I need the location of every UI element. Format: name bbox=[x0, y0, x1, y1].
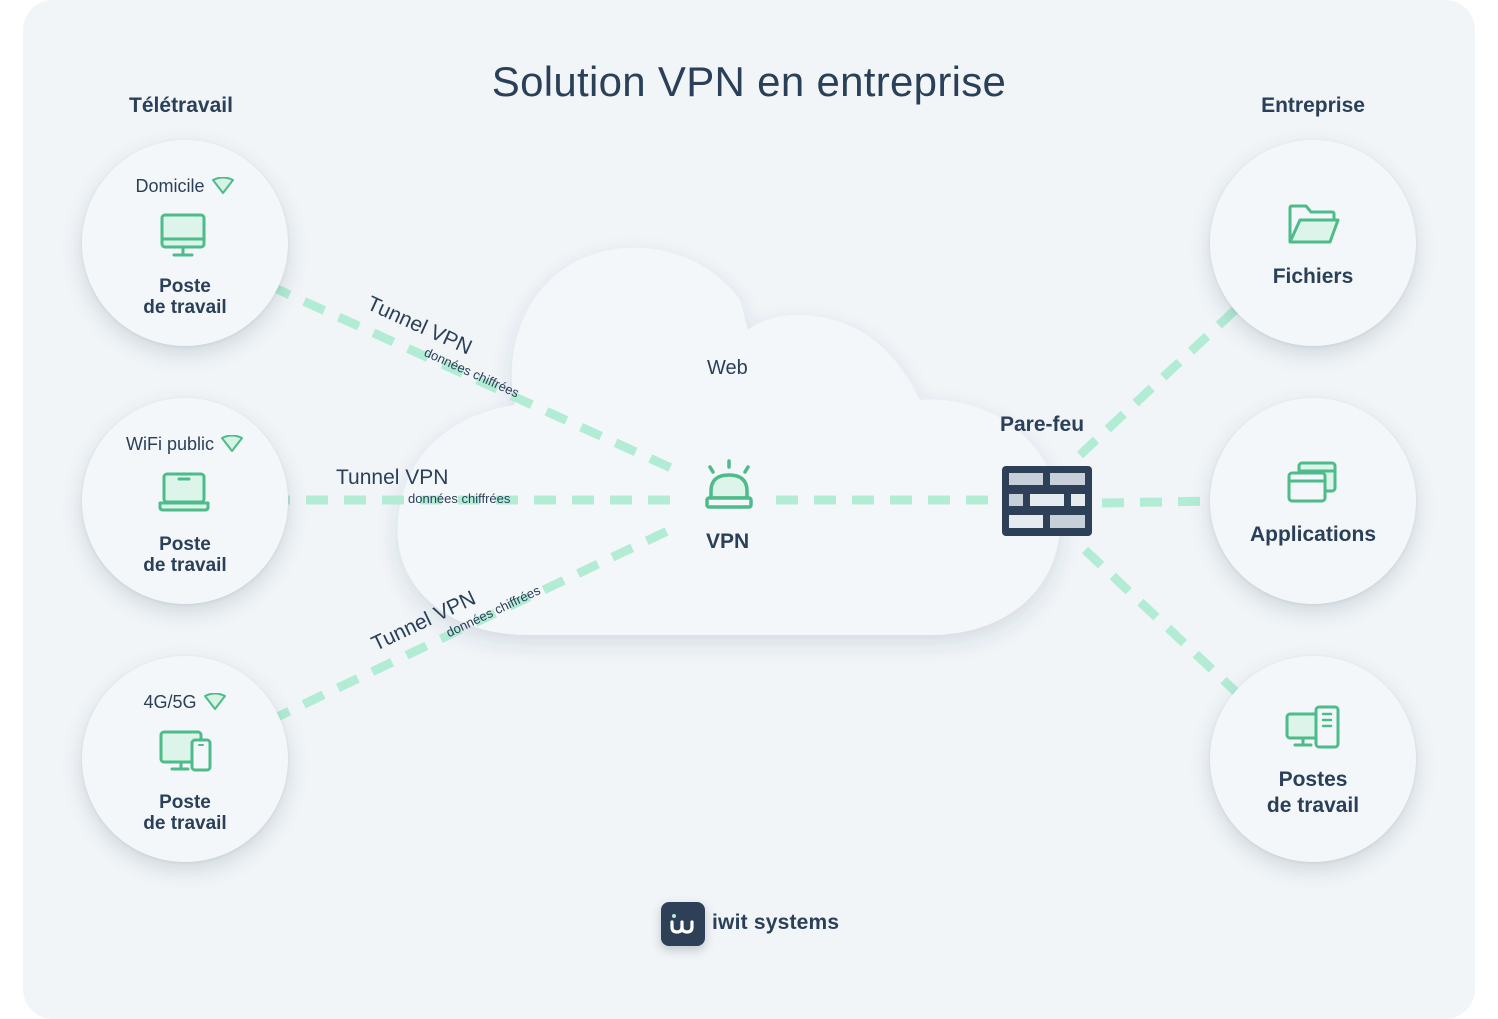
brand-logo bbox=[661, 902, 705, 946]
network-name: Domicile bbox=[135, 176, 205, 196]
node-title: Poste de travail bbox=[82, 276, 288, 318]
node-title-line1: Postes bbox=[1278, 768, 1348, 791]
wifi-icon bbox=[203, 693, 226, 710]
node-title-line2: de travail bbox=[143, 813, 227, 834]
windows-icon bbox=[1287, 461, 1337, 503]
brand-name: iwit systems bbox=[712, 911, 840, 934]
node-workstations: Postes de travail bbox=[1210, 656, 1416, 862]
link-firewall-apps bbox=[1101, 495, 1273, 508]
tunnel-line-4g5g bbox=[233, 520, 682, 742]
web-label: Web bbox=[707, 357, 748, 379]
node-wifi-public: WiFi public Poste de travail bbox=[82, 398, 288, 604]
tunnel-label-wifi: Tunnel VPN données chiffrées bbox=[336, 466, 510, 506]
tunnel-title: Tunnel VPN bbox=[336, 466, 449, 489]
brand-logo-icon bbox=[670, 914, 694, 934]
node-applications: Applications bbox=[1210, 398, 1416, 604]
vpn-label: VPN bbox=[706, 530, 750, 553]
node-title-line2: de travail bbox=[143, 297, 227, 318]
node-4g5g: 4G/5G Poste de travail bbox=[82, 656, 288, 862]
node-title-line2: de travail bbox=[143, 555, 227, 576]
node-title-line1: Fichiers bbox=[1272, 265, 1354, 288]
network-label: 4G/5G bbox=[82, 692, 288, 713]
tunnel-subtitle: données chiffrées bbox=[408, 491, 511, 506]
group-label-remote-work: Télétravail bbox=[129, 94, 233, 117]
network-name: 4G/5G bbox=[143, 692, 197, 712]
node-title-line1: Applications bbox=[1249, 523, 1376, 546]
network-label: WiFi public bbox=[82, 434, 288, 455]
node-title: Postes de travail bbox=[1210, 767, 1416, 819]
node-title: Poste de travail bbox=[82, 534, 288, 576]
laptop-icon bbox=[158, 472, 210, 512]
web-cloud bbox=[397, 247, 1061, 635]
folder-icon bbox=[1288, 204, 1340, 244]
monitor-icon bbox=[160, 213, 206, 257]
alarm-beacon-icon bbox=[705, 459, 753, 509]
wifi-icon bbox=[211, 177, 234, 194]
firewall-label: Pare-feu bbox=[1000, 413, 1085, 436]
diagram-title: Solution VPN en entreprise bbox=[491, 58, 1007, 105]
group-label-company: Entreprise bbox=[1261, 94, 1365, 117]
node-files: Fichiers bbox=[1210, 140, 1416, 346]
desktop-tower-icon bbox=[1285, 705, 1340, 749]
node-title-line1: Poste bbox=[159, 792, 211, 813]
tunnel-line-domicile bbox=[233, 265, 682, 477]
monitor-phone-icon bbox=[159, 730, 212, 772]
node-title-line1: Poste bbox=[159, 276, 211, 297]
brick-wall-icon bbox=[1002, 466, 1092, 536]
node-title: Poste de travail bbox=[82, 792, 288, 834]
link-firewall-files bbox=[1076, 278, 1269, 459]
node-title: Applications bbox=[1210, 522, 1416, 548]
node-domicile: Domicile Poste de travail bbox=[82, 140, 288, 346]
node-title-line2: de travail bbox=[1266, 794, 1360, 817]
node-title: Fichiers bbox=[1210, 264, 1416, 290]
network-label: Domicile bbox=[82, 176, 288, 197]
network-name: WiFi public bbox=[125, 434, 214, 454]
wifi-icon bbox=[221, 435, 243, 452]
node-title-line1: Poste bbox=[159, 534, 211, 555]
